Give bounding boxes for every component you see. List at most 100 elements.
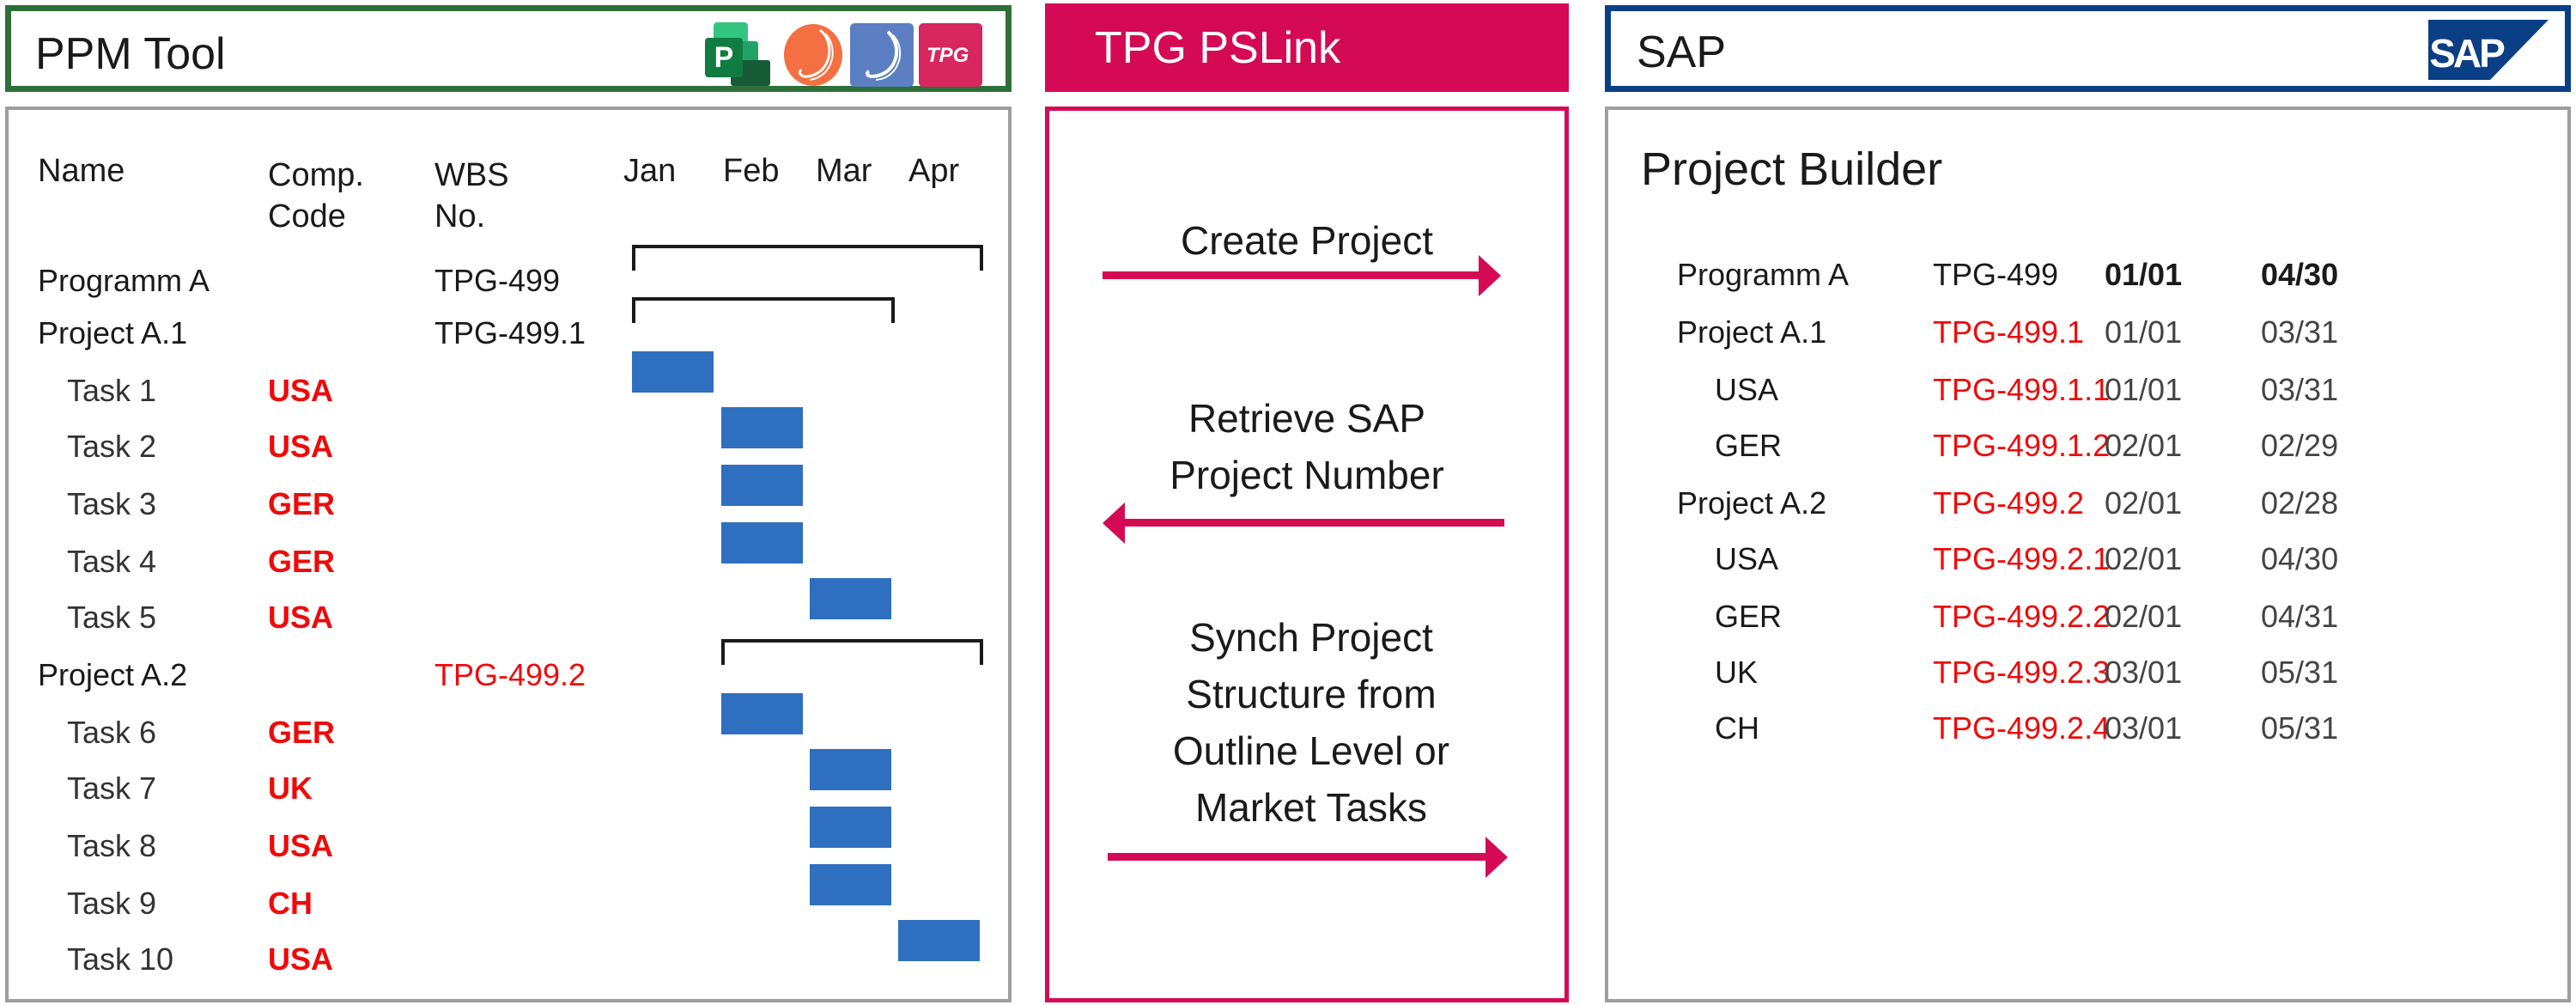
start-date: 02/01 <box>2105 599 2183 634</box>
row-comp-code: GER <box>268 715 336 750</box>
ppm-title: PPM Tool <box>35 29 226 79</box>
row-comp-code: CH <box>268 886 313 921</box>
row-comp-code: USA <box>268 941 334 977</box>
col-header-wbs: WBS No. <box>434 157 509 234</box>
row-name: Task 1 <box>67 373 157 408</box>
task-bar[interactable] <box>721 465 803 506</box>
end-date: 03/31 <box>2261 372 2339 407</box>
wbs-element-name: GER <box>1715 428 1783 463</box>
sap-logo-icon: SAP <box>2428 20 2549 80</box>
ppm-gantt: Name Comp. Code WBS No. Jan Feb Mar Apr … <box>9 110 1008 999</box>
wbs-element-id: TPG-499.2.2 <box>1933 599 2111 634</box>
row-wbs-no: TPG-499 <box>434 263 561 298</box>
row-name: Task 5 <box>67 600 157 635</box>
start-date: 01/01 <box>2105 257 2183 292</box>
end-date: 04/31 <box>2261 599 2339 634</box>
row-name: Task 2 <box>67 429 157 464</box>
task-bar[interactable] <box>721 522 803 563</box>
end-date: 05/31 <box>2261 710 2339 746</box>
end-date: 04/30 <box>2261 257 2339 292</box>
ppm-gantt-panel: Name Comp. Code WBS No. Jan Feb Mar Apr … <box>5 107 1012 1002</box>
row-wbs-no: TPG-499.1 <box>434 315 586 350</box>
pslink-header: TPG PSLink <box>1045 3 1569 92</box>
month-feb: Feb <box>723 153 780 189</box>
row-comp-code: GER <box>268 544 336 579</box>
task-bar[interactable] <box>810 749 891 790</box>
ms-project-icon: P <box>705 22 779 86</box>
sap-header: SAP SAP <box>1605 5 2571 92</box>
pslink-panel: Create Project Retrieve SAP Project Numb… <box>1045 107 1569 1002</box>
orange-swirl-logo-icon <box>782 23 844 87</box>
end-date: 04/30 <box>2261 541 2339 576</box>
row-comp-code: GER <box>268 486 336 521</box>
task-bar[interactable] <box>721 693 803 734</box>
row-comp-code: USA <box>268 600 334 635</box>
col-header-name: Name <box>38 153 125 189</box>
row-comp-code: USA <box>268 828 334 863</box>
month-apr: Apr <box>908 153 960 189</box>
row-comp-code: UK <box>268 770 313 806</box>
wbs-element-name: UK <box>1715 655 1759 690</box>
wbs-element-name: Project A.2 <box>1677 485 1827 521</box>
row-comp-code: USA <box>268 429 334 464</box>
start-date: 02/01 <box>2105 541 2183 576</box>
row-name: Project A.2 <box>38 657 188 692</box>
summary-bracket[interactable] <box>632 245 983 271</box>
project-builder-title: Project Builder <box>1641 143 1943 195</box>
wbs-element-id: TPG-499 <box>1933 257 2059 292</box>
row-name: Task 4 <box>67 544 157 579</box>
row-wbs-no: TPG-499.2 <box>434 657 586 692</box>
month-mar: Mar <box>816 153 872 189</box>
svg-text:P: P <box>714 41 734 74</box>
month-jan: Jan <box>623 153 677 189</box>
synch-structure-label: Synch Project Structure from Outline Lev… <box>1172 615 1450 830</box>
row-name: Task 8 <box>67 828 157 863</box>
task-bar[interactable] <box>632 351 714 393</box>
end-date: 02/28 <box>2261 485 2339 521</box>
row-name: Programm A <box>38 263 210 298</box>
row-name: Project A.1 <box>38 315 188 350</box>
task-bar[interactable] <box>810 578 891 619</box>
blue-swirl-logo-icon <box>850 23 914 87</box>
wbs-element-id: TPG-499.1 <box>1933 314 2085 350</box>
wbs-element-id: TPG-499.2.4 <box>1933 710 2111 746</box>
row-name: Task 9 <box>67 886 157 921</box>
wbs-element-name: USA <box>1715 541 1779 576</box>
wbs-element-id: TPG-499.2.3 <box>1933 655 2111 690</box>
task-bar[interactable] <box>721 407 803 448</box>
wbs-element-name: Programm A <box>1677 257 1850 292</box>
summary-bracket[interactable] <box>721 639 983 665</box>
svg-text:SAP: SAP <box>2429 31 2505 76</box>
wbs-element-id: TPG-499.1.1 <box>1933 372 2111 407</box>
end-date: 05/31 <box>2261 655 2339 690</box>
sap-title: SAP <box>1637 27 1727 77</box>
row-name: Task 3 <box>67 486 157 521</box>
wbs-element-name: CH <box>1715 710 1759 746</box>
col-header-comp-code: Comp. Code <box>268 157 364 234</box>
create-project-label: Create Project <box>1180 218 1433 263</box>
end-date: 02/29 <box>2261 428 2339 463</box>
ppm-header: PPM Tool P TPG <box>5 5 1012 92</box>
retrieve-sap-number-label: Retrieve SAP Project Number <box>1170 396 1444 497</box>
row-name: Task 6 <box>67 715 157 750</box>
end-date: 03/31 <box>2261 314 2339 350</box>
wbs-element-id: TPG-499.2 <box>1933 485 2085 521</box>
task-bar[interactable] <box>810 807 891 848</box>
start-date: 03/01 <box>2105 710 2183 746</box>
start-date: 02/01 <box>2105 485 2183 521</box>
wbs-element-name: USA <box>1715 372 1779 407</box>
wbs-element-name: Project A.1 <box>1677 314 1827 350</box>
summary-bracket[interactable] <box>632 297 895 323</box>
start-date: 02/01 <box>2105 428 2183 463</box>
row-name: Task 10 <box>67 941 174 977</box>
sap-project-builder-panel: Project Builder Programm A TPG-499 01/01 04… <box>1605 107 2571 1002</box>
pslink-title: TPG PSLink <box>1095 23 1341 73</box>
row-comp-code: USA <box>268 373 334 408</box>
task-bar[interactable] <box>898 920 980 961</box>
tpg-logo-icon: TPG <box>919 23 982 87</box>
wbs-element-id: TPG-499.2.1 <box>1933 541 2111 576</box>
wbs-element-id: TPG-499.1.2 <box>1933 428 2111 463</box>
task-bar[interactable] <box>810 864 891 905</box>
row-name: Task 7 <box>67 770 157 806</box>
